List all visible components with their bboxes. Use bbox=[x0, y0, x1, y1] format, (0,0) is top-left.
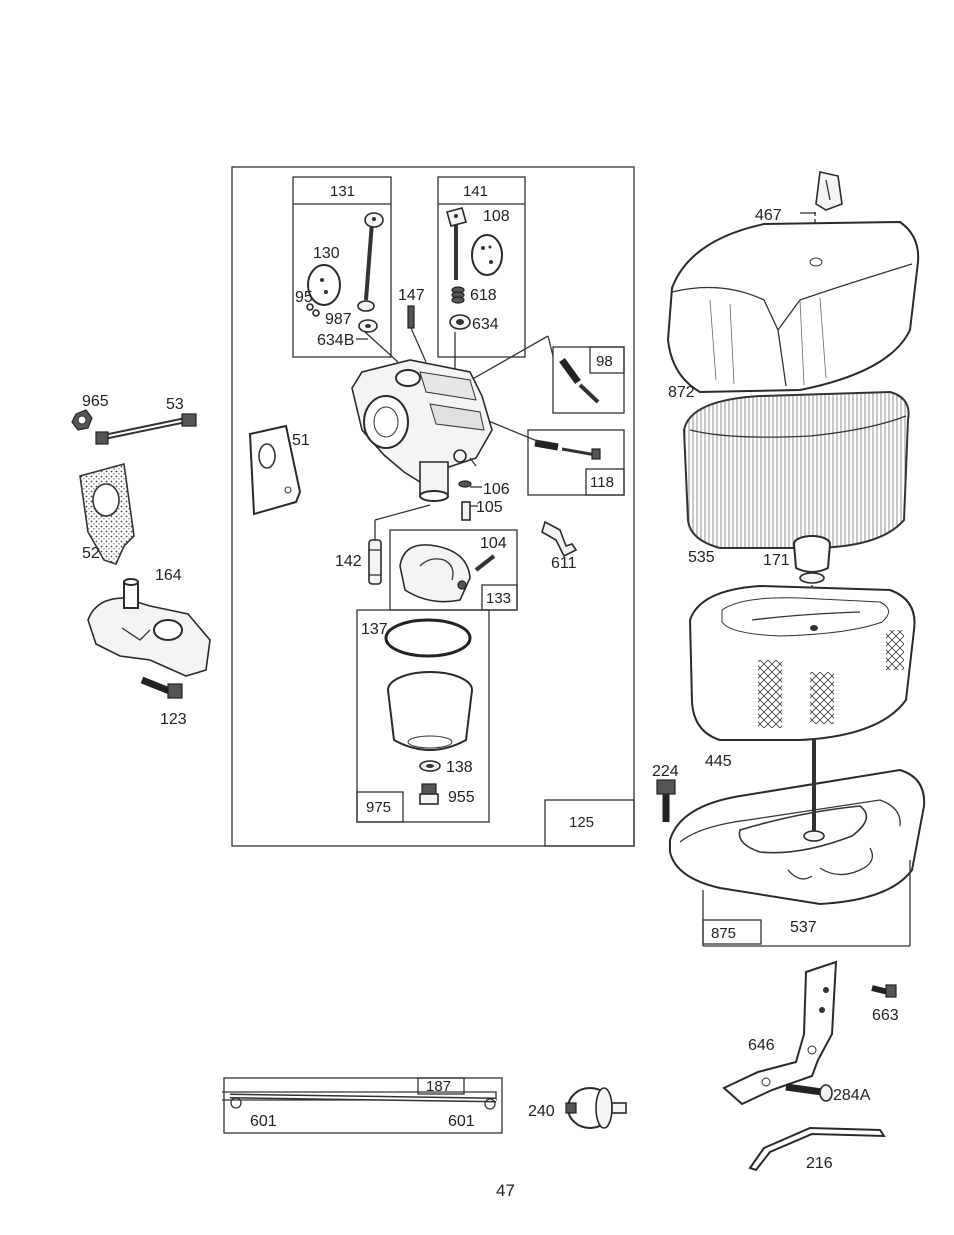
screw-147-drawing: 147 bbox=[398, 287, 426, 362]
part-label-105: 105 bbox=[476, 499, 503, 516]
bowl-nut-drawing bbox=[420, 784, 438, 804]
part-label-663: 663 bbox=[872, 1007, 899, 1024]
part-label-634: 634 bbox=[472, 316, 499, 333]
part-label-537: 537 bbox=[790, 919, 817, 936]
box-141-label: 141 bbox=[463, 183, 488, 200]
part-label-216: 216 bbox=[806, 1155, 833, 1172]
box-98: 98 bbox=[553, 347, 624, 413]
part-label-142: 142 bbox=[335, 553, 362, 570]
part-label-108: 108 bbox=[483, 208, 510, 225]
box-133: 133 104 bbox=[390, 530, 517, 610]
jet-parts-drawing: 106 105 bbox=[459, 481, 510, 520]
box-118-label: 118 bbox=[590, 474, 614, 491]
part-label-611: 611 bbox=[551, 555, 577, 572]
link-216-drawing: 216 bbox=[750, 1128, 884, 1172]
fuel-filter-240-drawing: 240 bbox=[528, 1088, 626, 1128]
box-975: 975 137 138 955 bbox=[357, 610, 489, 822]
box-125-label: 125 bbox=[569, 814, 594, 831]
tube-142-drawing: 142 bbox=[335, 540, 381, 584]
box-131: 131 130 95 987 634B bbox=[293, 177, 391, 357]
box-98-label: 98 bbox=[596, 353, 613, 370]
part-label-53: 53 bbox=[166, 396, 184, 413]
fitting-611-drawing: 611 bbox=[542, 522, 577, 572]
box-118: 118 bbox=[528, 430, 624, 495]
carburetor-body-drawing bbox=[352, 360, 492, 501]
box-141: 141 108 618 634 bbox=[438, 177, 525, 357]
part-label-601a: 601 bbox=[250, 1113, 277, 1130]
box-125: 125 bbox=[545, 800, 634, 846]
part-label-95: 95 bbox=[295, 289, 313, 306]
part-label-646: 646 bbox=[748, 1037, 775, 1054]
part-label-240: 240 bbox=[528, 1103, 555, 1120]
stud-53-drawing: 53 bbox=[96, 396, 196, 444]
screw-123-drawing: 123 bbox=[142, 680, 187, 728]
screw-663-drawing: 663 bbox=[872, 985, 899, 1024]
box-187-label: 187 bbox=[426, 1078, 451, 1095]
part-label-51: 51 bbox=[292, 432, 310, 449]
part-label-52: 52 bbox=[82, 545, 100, 562]
part-label-987: 987 bbox=[325, 311, 352, 328]
part-label-106: 106 bbox=[483, 481, 510, 498]
filter-445-drawing: 445 bbox=[690, 586, 915, 770]
box-875-label: 875 bbox=[711, 925, 736, 942]
part-label-965: 965 bbox=[82, 393, 109, 410]
part-label-467: 467 bbox=[755, 207, 782, 224]
part-label-138: 138 bbox=[446, 759, 473, 776]
page-number: 47 bbox=[496, 1181, 515, 1200]
part-label-164: 164 bbox=[155, 567, 182, 584]
throttle-plate-drawing bbox=[308, 265, 340, 305]
cover-872-drawing: 872 bbox=[668, 222, 918, 401]
bracket-646-drawing: 646 bbox=[724, 962, 836, 1104]
throttle-shaft-drawing bbox=[365, 213, 383, 300]
gasket-52-drawing: 52 bbox=[80, 464, 134, 564]
nut-965-drawing: 965 bbox=[72, 393, 109, 430]
screw-224-drawing: 224 bbox=[652, 763, 679, 822]
part-label-618: 618 bbox=[470, 287, 497, 304]
part-label-224: 224 bbox=[652, 763, 679, 780]
box-131-label: 131 bbox=[330, 183, 355, 200]
part-label-955: 955 bbox=[448, 789, 475, 806]
intake-164-drawing: 164 bbox=[88, 567, 210, 676]
box-133-label: 133 bbox=[486, 590, 511, 607]
part-label-284a: 284A bbox=[833, 1087, 871, 1104]
screw-284a-drawing: 284A bbox=[786, 1085, 871, 1104]
part-label-137: 137 bbox=[361, 621, 388, 638]
part-label-130: 130 bbox=[313, 245, 340, 262]
part-label-147: 147 bbox=[398, 287, 425, 304]
part-label-104: 104 bbox=[480, 535, 507, 552]
box-975-label: 975 bbox=[366, 799, 391, 816]
part-label-171: 171 bbox=[763, 552, 790, 569]
fuel-line-187-drawing: 187 601 601 bbox=[222, 1078, 502, 1133]
spring-618-drawing bbox=[452, 287, 464, 303]
part-label-601b: 601 bbox=[448, 1113, 475, 1130]
part-label-123: 123 bbox=[160, 711, 187, 728]
part-label-634b: 634B bbox=[317, 332, 354, 349]
base-875-drawing: 875 537 bbox=[670, 740, 924, 946]
part-label-445: 445 bbox=[705, 753, 732, 770]
part-label-535: 535 bbox=[688, 549, 715, 566]
gasket-51-drawing: 51 bbox=[250, 426, 310, 514]
part-label-872: 872 bbox=[668, 384, 695, 401]
